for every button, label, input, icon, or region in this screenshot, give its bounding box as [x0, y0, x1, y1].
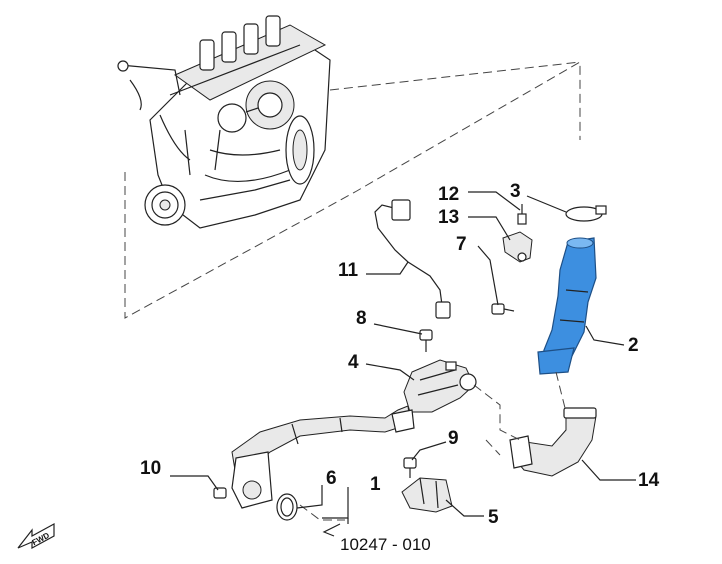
engine-illustration — [117, 15, 331, 229]
leader-lines — [170, 191, 636, 537]
callout-14: 14 — [638, 470, 660, 491]
part-2-intake-duct — [537, 237, 597, 375]
callout-3: 3 — [510, 181, 521, 202]
part-7-bolt — [491, 303, 515, 315]
part-9-bolt — [403, 457, 417, 478]
part-10-plug — [213, 487, 227, 499]
alignment-lines — [299, 371, 567, 521]
part-6-o-ring — [276, 493, 298, 521]
part-8-bolt — [419, 329, 433, 352]
callout-13: 13 — [438, 207, 459, 228]
callout-1: 1 — [370, 474, 381, 495]
part-12-bolt — [517, 204, 527, 225]
callout-6: 6 — [326, 468, 337, 489]
fwd-arrow-icon: FWD — [17, 522, 55, 550]
part-1-charge-pipe — [231, 405, 415, 509]
part-4-throttle-body — [403, 359, 477, 413]
callout-4: 4 — [348, 352, 359, 373]
callout-9: 9 — [448, 428, 459, 449]
callout-5: 5 — [488, 507, 499, 528]
callout-11: 11 — [338, 260, 359, 281]
callout-2: 2 — [628, 335, 639, 356]
phantom-outline — [124, 61, 581, 319]
diagram-reference-code: 10247 - 010 — [340, 535, 431, 554]
callout-7: 7 — [456, 234, 467, 255]
callout-labels: 1 2 3 4 5 6 7 8 9 10 11 12 13 14 — [140, 181, 660, 528]
callout-12: 12 — [438, 184, 459, 205]
part-11-breather-tube — [374, 199, 451, 319]
part-3-hose-clamp — [565, 205, 607, 222]
callout-10: 10 — [140, 458, 161, 479]
part-14-hose — [509, 407, 597, 477]
part-5-bracket — [401, 477, 453, 513]
callout-8: 8 — [356, 308, 367, 329]
